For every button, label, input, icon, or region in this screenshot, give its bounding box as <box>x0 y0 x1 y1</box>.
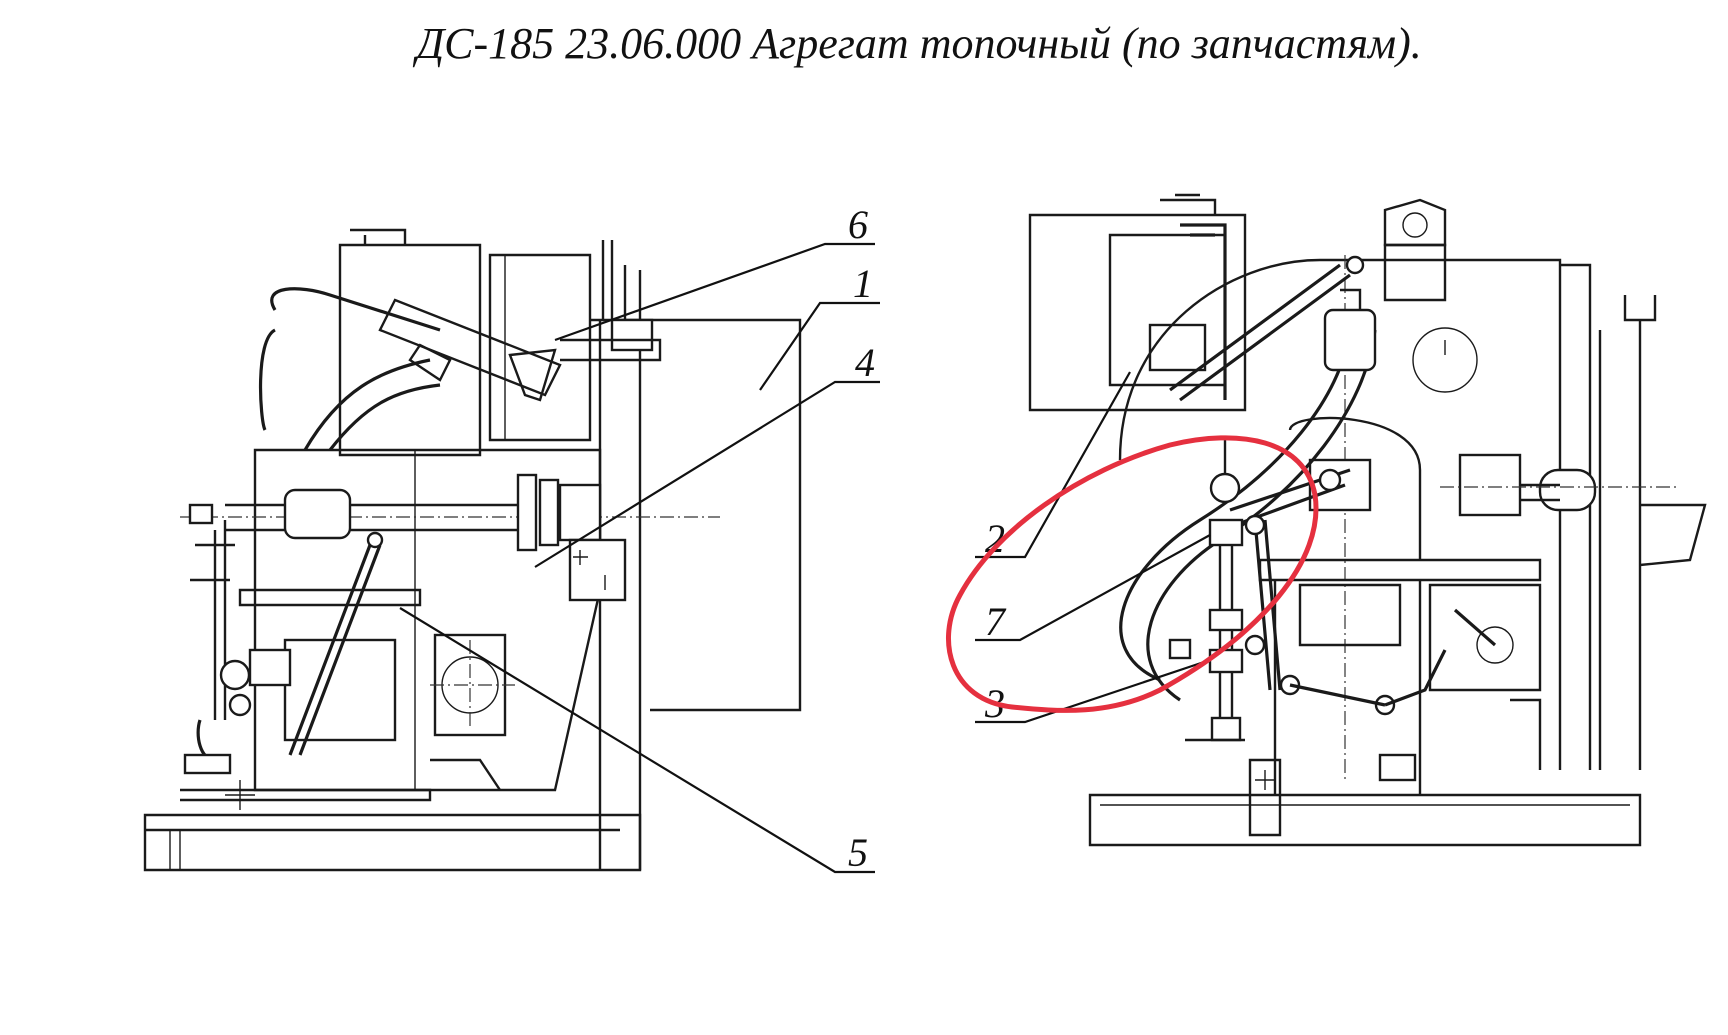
callout-6-leader <box>554 242 875 342</box>
callout-6: 6 <box>848 202 868 247</box>
callout-2-leader <box>975 371 1131 559</box>
callout-7-leader <box>975 534 1211 642</box>
callout-7: 7 <box>985 599 1007 644</box>
callout-5-leader <box>399 607 875 874</box>
callout-3-leader <box>975 658 1211 724</box>
callout-4-leader <box>534 380 880 568</box>
highlight-ellipse <box>946 435 1319 713</box>
document-title: ДС-185 23.06.000 Агрегат топочный (по за… <box>416 19 1422 68</box>
callout-1-leader <box>759 301 880 391</box>
callout-5: 5 <box>848 830 868 875</box>
left-view <box>143 228 802 872</box>
callout-4: 4 <box>855 340 875 385</box>
right-view <box>1028 193 1707 847</box>
callout-1: 1 <box>853 261 873 306</box>
